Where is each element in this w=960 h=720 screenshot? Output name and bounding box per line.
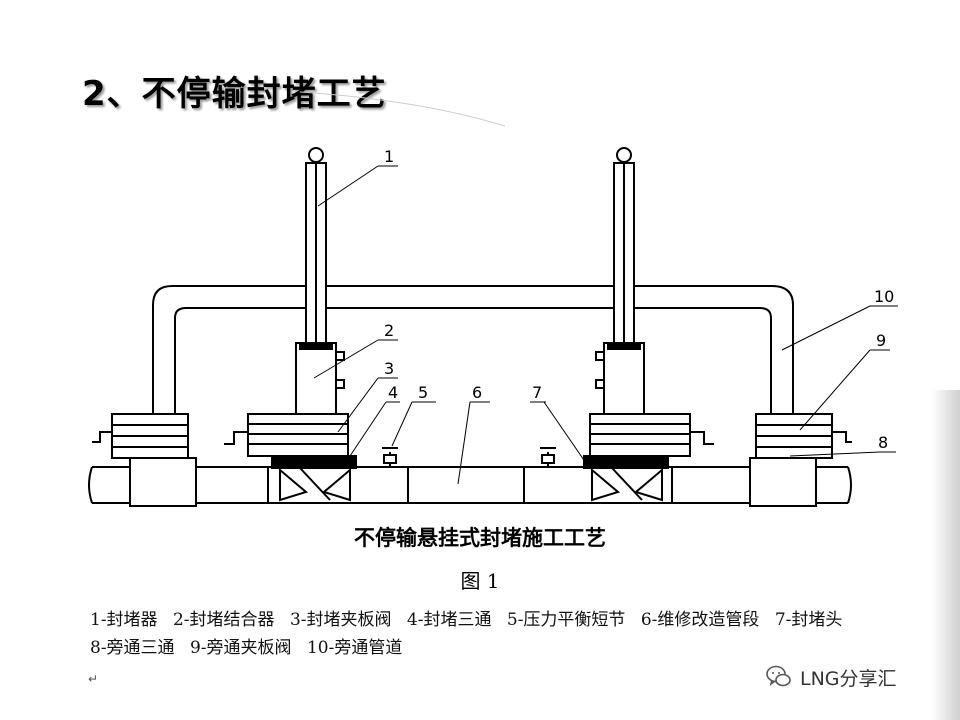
main-pipe xyxy=(88,466,852,504)
wechat-icon xyxy=(766,665,791,687)
part-number-1: 1 xyxy=(384,147,394,166)
plugging-assembly-right xyxy=(583,147,714,502)
bypass-tee-right xyxy=(749,413,852,507)
legend-item: 3-封堵夹板阀 xyxy=(289,610,392,630)
legend-item: 9-旁通夹板阀 xyxy=(189,638,292,658)
legend-item: 10-旁通管道 xyxy=(306,638,403,658)
watermark: LNG分享汇 xyxy=(764,661,897,693)
legend-item: 8-旁通三通 xyxy=(90,638,175,658)
watermark-text: LNG分享汇 xyxy=(800,667,897,690)
part-number-5: 5 xyxy=(418,383,428,402)
pipeline-diagram: 1 2 3 4 5 6 7 10 9 8 xyxy=(88,91,898,507)
part-number-7: 7 xyxy=(532,383,542,402)
parts-legend: 1-封堵器 2-封堵结合器 3-封堵夹板阀 4-封堵三通 5-压力平衡短节 6-… xyxy=(90,606,920,662)
legend-item: 1-封堵器 xyxy=(90,610,158,630)
bypass-tee-left xyxy=(92,413,197,507)
legend-item: 7-封堵头 xyxy=(774,610,843,630)
part-number-8: 8 xyxy=(878,433,888,452)
pressure-balance-nipples xyxy=(382,447,556,467)
part-number-4: 4 xyxy=(388,383,398,402)
slide-shadow xyxy=(932,390,960,720)
part-number-3: 3 xyxy=(384,359,394,378)
bypass-pipe xyxy=(152,285,794,420)
paragraph-mark: ↵ xyxy=(88,672,99,686)
plugging-assembly-left xyxy=(224,147,357,502)
part-number-2: 2 xyxy=(384,321,394,340)
part-number-6: 6 xyxy=(472,383,482,402)
legend-item: 6-维修改造管段 xyxy=(640,610,760,630)
part-number-9: 9 xyxy=(876,331,886,350)
legend-item: 4-封堵三通 xyxy=(406,610,492,630)
legend-item: 2-封堵结合器 xyxy=(172,610,275,630)
leader-lines xyxy=(313,165,898,485)
decor-line xyxy=(299,91,506,127)
figure-caption: 不停输悬挂式封堵施工工艺 xyxy=(354,525,606,550)
legend-item: 5-压力平衡短节 xyxy=(506,610,626,630)
slide-title: 2、不停输封堵工艺 xyxy=(82,74,387,114)
part-number-10: 10 xyxy=(874,287,894,306)
figure-label: 图 1 xyxy=(460,569,500,593)
